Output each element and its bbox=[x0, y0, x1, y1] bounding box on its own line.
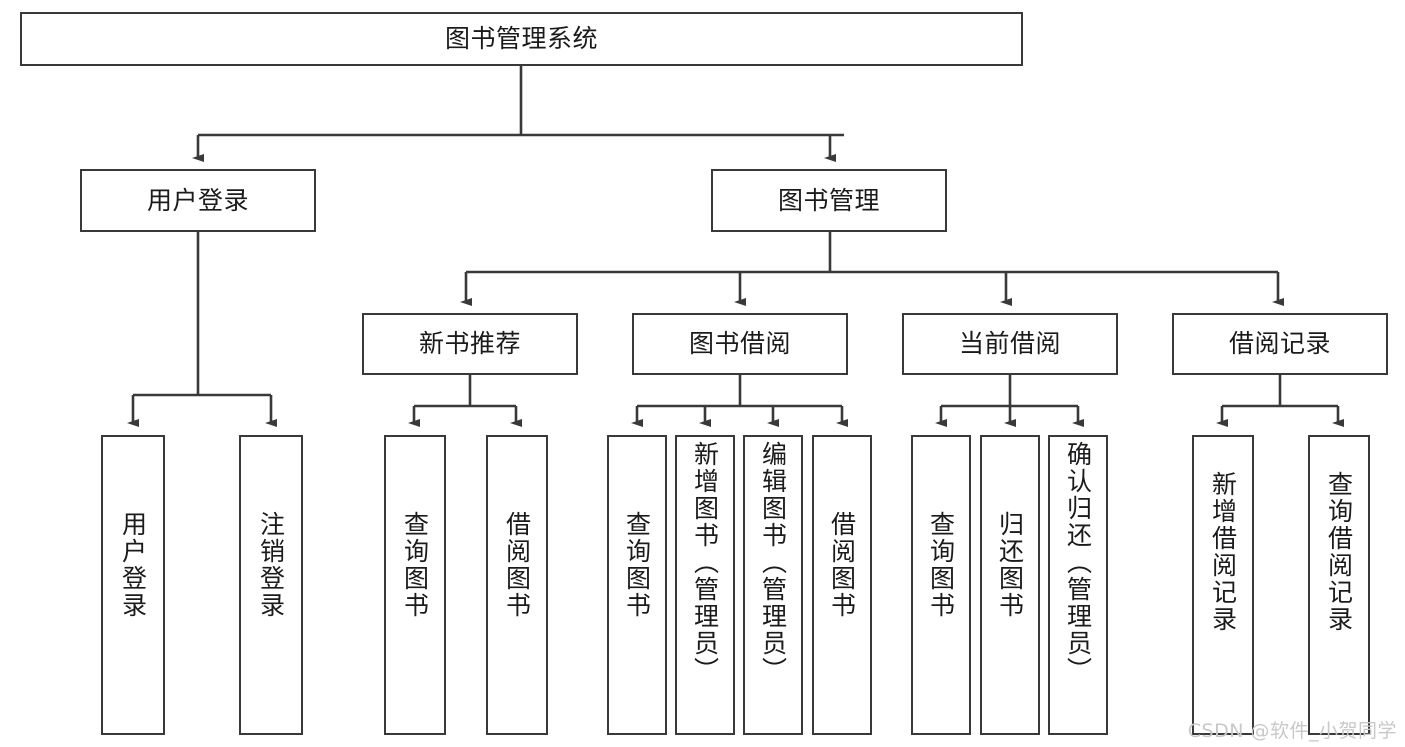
node-label: 借阅记录 bbox=[1228, 329, 1331, 359]
node-new-book-recommend[interactable]: 新书推荐 bbox=[362, 313, 578, 375]
node-leaf-user-login[interactable]: 用户登录 bbox=[101, 435, 165, 735]
node-root-system[interactable]: 图书管理系统 bbox=[20, 12, 1023, 66]
node-leaf-borrow-books-recommend[interactable]: 借阅图书 bbox=[486, 435, 548, 735]
node-book-management[interactable]: 图书管理 bbox=[711, 169, 947, 232]
node-book-borrow[interactable]: 图书借阅 bbox=[632, 313, 848, 375]
node-label: 新书推荐 bbox=[418, 329, 521, 359]
node-label: 确认归还（管理员） bbox=[1063, 441, 1093, 684]
node-label: 图书借阅 bbox=[688, 329, 791, 359]
node-label: 新增图书（管理员） bbox=[690, 441, 720, 684]
node-leaf-return-books[interactable]: 归还图书 bbox=[980, 435, 1040, 735]
node-leaf-query-borrow-record[interactable]: 查询借阅记录 bbox=[1308, 435, 1370, 735]
node-leaf-query-books-recommend[interactable]: 查询图书 bbox=[384, 435, 446, 735]
node-label: 查询图书 bbox=[400, 511, 430, 619]
node-label: 编辑图书（管理员） bbox=[758, 441, 788, 684]
node-leaf-logout[interactable]: 注销登录 bbox=[239, 435, 303, 735]
node-label: 用户登录 bbox=[146, 185, 249, 215]
node-leaf-query-books-current[interactable]: 查询图书 bbox=[911, 435, 971, 735]
node-label: 归还图书 bbox=[995, 511, 1025, 619]
node-label: 注销登录 bbox=[256, 511, 286, 619]
node-leaf-add-book-admin[interactable]: 新增图书（管理员） bbox=[675, 435, 735, 735]
node-label: 查询图书 bbox=[926, 511, 956, 619]
node-leaf-confirm-return-admin[interactable]: 确认归还（管理员） bbox=[1048, 435, 1108, 735]
node-leaf-add-borrow-record[interactable]: 新增借阅记录 bbox=[1192, 435, 1254, 735]
node-label: 图书管理 bbox=[777, 185, 880, 215]
node-leaf-query-books-borrow[interactable]: 查询图书 bbox=[607, 435, 667, 735]
node-label: 借阅图书 bbox=[502, 511, 532, 619]
node-label: 借阅图书 bbox=[827, 511, 857, 619]
node-label: 当前借阅 bbox=[958, 329, 1061, 359]
node-label: 新增借阅记录 bbox=[1208, 471, 1238, 633]
watermark: CSDN @软件_小贺同学 bbox=[1187, 720, 1397, 742]
node-label: 图书管理系统 bbox=[444, 24, 598, 54]
node-label: 用户登录 bbox=[118, 511, 148, 619]
node-leaf-edit-book-admin[interactable]: 编辑图书（管理员） bbox=[743, 435, 803, 735]
node-label: 查询借阅记录 bbox=[1324, 471, 1354, 633]
node-user-login[interactable]: 用户登录 bbox=[80, 169, 316, 232]
node-leaf-borrow-books[interactable]: 借阅图书 bbox=[812, 435, 872, 735]
node-borrow-records[interactable]: 借阅记录 bbox=[1172, 313, 1388, 375]
node-current-borrow[interactable]: 当前借阅 bbox=[902, 313, 1118, 375]
node-label: 查询图书 bbox=[622, 511, 652, 619]
